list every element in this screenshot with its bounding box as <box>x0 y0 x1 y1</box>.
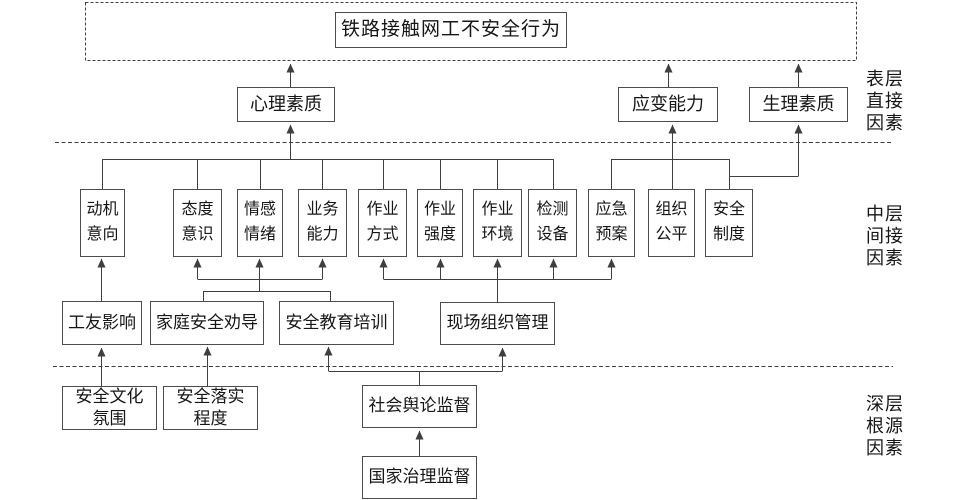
node-work-method: 作业 方式 <box>358 189 407 257</box>
node-emergency-plan: 应急 预案 <box>588 189 635 257</box>
arrows-to-top-frame <box>286 63 803 87</box>
outer-dashed-frame <box>85 2 857 61</box>
layer-label-deep: 深层 根源 因素 <box>866 394 904 458</box>
node-safety-implementation: 安全落实 程度 <box>163 386 258 430</box>
connector-left-bus <box>102 124 554 189</box>
connector-site-management-bus <box>379 258 616 302</box>
node-psychological-quality: 心理素质 <box>237 87 335 122</box>
node-state-governance: 国家治理监督 <box>362 456 477 499</box>
node-motivation: 动机 意向 <box>80 189 125 257</box>
connector-family-education-bus <box>193 258 331 301</box>
node-public-opinion: 社会舆论监督 <box>362 385 477 428</box>
node-site-management: 现场组织管理 <box>440 302 555 345</box>
node-competence: 业务 能力 <box>298 189 347 257</box>
node-org-fairness: 组织 公平 <box>648 189 695 257</box>
node-adaptability: 应变能力 <box>618 87 718 122</box>
connector-public-opinion-bus <box>324 346 507 385</box>
node-coworker-influence: 工友影响 <box>62 301 142 345</box>
node-safety-education: 安全教育培训 <box>279 301 394 345</box>
node-safety-culture: 安全文化 氛围 <box>62 386 157 430</box>
node-physiological-quality: 生理素质 <box>749 87 848 122</box>
node-detection-equipment: 检测 设备 <box>528 189 577 257</box>
layer-label-middle: 中层 间接 因素 <box>866 204 904 268</box>
node-unsafe-behavior: 铁路接触网工不安全行为 <box>335 12 567 48</box>
node-family-persuasion: 家庭安全劝导 <box>150 301 264 345</box>
node-attitude: 态度 意识 <box>173 189 222 257</box>
node-safety-system: 安全 制度 <box>705 189 753 257</box>
node-work-environment: 作业 环境 <box>473 189 522 257</box>
node-work-intensity: 作业 强度 <box>417 189 463 257</box>
node-emotion: 情感 情绪 <box>237 189 283 257</box>
connector-right-bus <box>611 124 803 189</box>
layer-label-surface: 表层 直接 因素 <box>866 69 904 133</box>
